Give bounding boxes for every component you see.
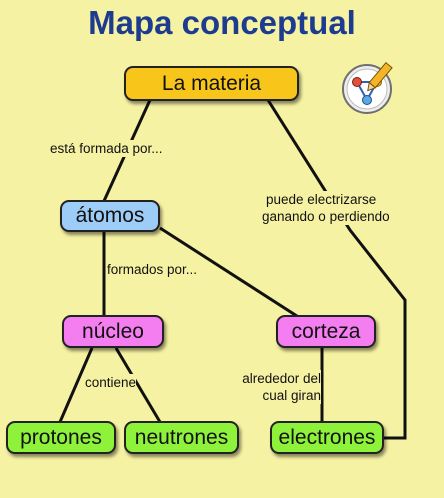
link-label-contiene: contiene: [85, 374, 137, 391]
link-label-alrededor-line2: cual giran: [262, 388, 321, 403]
node-atomos[interactable]: átomos: [60, 200, 160, 232]
edge-atomos-corteza: [159, 226, 301, 320]
node-protones[interactable]: protones: [6, 421, 116, 454]
node-nucleo-label: núcleo: [82, 319, 144, 343]
link-label-alrededor-line1: alrededor del: [242, 371, 321, 386]
edge-nucleo-protones: [58, 347, 94, 423]
node-protones-label: protones: [20, 425, 102, 449]
node-electrones[interactable]: electrones: [270, 421, 384, 454]
node-neutrones[interactable]: neutrones: [124, 421, 239, 454]
link-label-formados: formados por...: [107, 261, 198, 278]
link-label-alrededor: alrededor del cual giran: [229, 370, 321, 404]
node-corteza-label: corteza: [291, 319, 361, 343]
link-label-electrizar-line1: puede electrizarse: [266, 192, 377, 207]
node-materia[interactable]: La materia: [124, 66, 299, 101]
concept-map-pencil-icon: [342, 61, 393, 114]
edge-nucleo-neutrones: [114, 347, 162, 423]
link-label-electrizar: puede electrizarse ganando o perdiendo: [262, 191, 390, 225]
edge-materia-electrones: [266, 99, 407, 440]
node-neutrones-label: neutrones: [134, 425, 229, 449]
link-label-formada: está formada por...: [50, 140, 163, 157]
page-title: Mapa conceptual: [88, 4, 356, 41]
link-label-electrizar-line2: ganando o perdiendo: [262, 209, 390, 224]
node-atomos-label: átomos: [75, 204, 145, 227]
node-corteza[interactable]: corteza: [276, 315, 376, 348]
node-nucleo[interactable]: núcleo: [62, 315, 164, 348]
node-electrones-label: electrones: [278, 425, 376, 449]
node-materia-label: La materia: [161, 71, 262, 95]
